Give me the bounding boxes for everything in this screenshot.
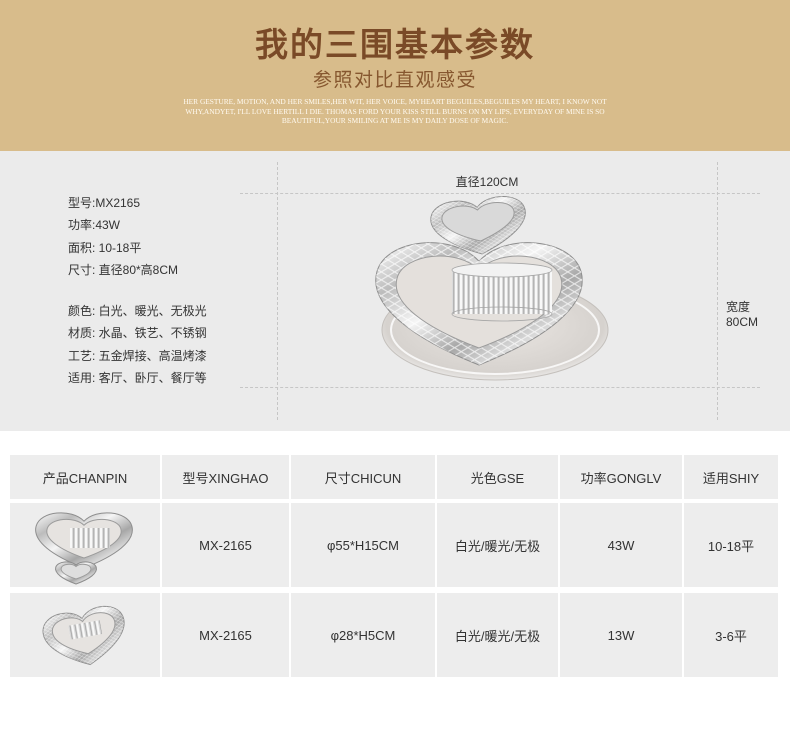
width-label: 宽度 80CM bbox=[726, 300, 758, 330]
diameter-label: 直径120CM bbox=[455, 175, 519, 189]
row-power: 13W bbox=[560, 593, 682, 677]
table-header-model: 型号XINGHAO bbox=[162, 455, 289, 499]
row-light-color: 白光/暖光/无极 bbox=[437, 503, 558, 587]
spec-area: 面积: 10-18平 bbox=[68, 240, 142, 255]
spec-list-basic: 型号:MX2165 功率:43W 面积: 10-18平 尺寸: 直径80*高8C… bbox=[68, 192, 178, 282]
width-label-value: 80CM bbox=[726, 315, 759, 329]
table-header-row: 产品CHANPIN 型号XINGHAO 尺寸CHICUN 光色GSE 功率GON… bbox=[10, 455, 778, 499]
row-power: 43W bbox=[560, 503, 682, 587]
spec-craft: 工艺: 五金焊接、高温烤漆 bbox=[68, 348, 207, 363]
table-header-power: 功率GONGLV bbox=[560, 455, 682, 499]
row-size: φ55*H15CM bbox=[291, 503, 435, 587]
spec-size: 尺寸: 直径80*高8CM bbox=[68, 263, 179, 278]
english-line: HER GESTURE, MOTION, AND HER SMILES,HER … bbox=[183, 97, 607, 106]
dimension-line-top bbox=[240, 193, 760, 194]
page-title: 我的三围基本参数 bbox=[255, 25, 535, 64]
chandelier-image bbox=[360, 190, 609, 381]
header-banner: 我的三围基本参数 参照对比直观感受 HER GESTURE, MOTION, A… bbox=[0, 0, 790, 151]
spec-power: 功率:43W bbox=[68, 218, 121, 233]
spec-list-details: 颜色: 白光、暖光、无极光 材质: 水晶、铁艺、不锈钢 工艺: 五金焊接、高温烤… bbox=[68, 300, 207, 390]
spec-section: 型号:MX2165 功率:43W 面积: 10-18平 尺寸: 直径80*高8C… bbox=[0, 151, 790, 431]
row-model: MX-2165 bbox=[162, 593, 289, 677]
spec-usage: 适用: 客厅、卧厅、餐厅等 bbox=[68, 371, 207, 386]
dimension-line-right bbox=[717, 162, 718, 420]
table-row: MX-2165 φ28*H5CM 白光/暖光/无极 13W 3-6平 bbox=[10, 593, 778, 677]
table-header-size: 尺寸CHICUN bbox=[291, 455, 435, 499]
table-header-product: 产品CHANPIN bbox=[10, 455, 160, 499]
spec-color: 颜色: 白光、暖光、无极光 bbox=[68, 304, 207, 318]
width-label-text: 宽度 bbox=[726, 300, 751, 314]
spec-material: 材质: 水晶、铁艺、不锈钢 bbox=[68, 326, 207, 341]
row-model: MX-2165 bbox=[162, 503, 289, 587]
dimension-line-bottom bbox=[240, 387, 760, 388]
product-thumbnail bbox=[30, 504, 140, 586]
table-header-light-color: 光色GSE bbox=[437, 455, 558, 499]
product-thumbnail-cell bbox=[10, 503, 160, 587]
english-line: BEAUTIFUL,YOUR SMILING AT ME IS MY DAILY… bbox=[281, 116, 509, 126]
row-light-color: 白光/暖光/无极 bbox=[437, 593, 558, 677]
page-subtitle: 参照对比直观感受 bbox=[312, 69, 477, 91]
product-thumbnail bbox=[38, 601, 133, 669]
row-usage: 10-18平 bbox=[684, 503, 778, 587]
decorative-english-text: HER GESTURE, MOTION, AND HER SMILES,HER … bbox=[0, 97, 790, 126]
product-thumbnail-cell bbox=[10, 593, 160, 677]
row-size: φ28*H5CM bbox=[291, 593, 435, 677]
table-row: MX-2165 φ55*H15CM 白光/暖光/无极 43W 10-18平 bbox=[10, 503, 778, 587]
table-header-usage: 适用SHIY bbox=[684, 455, 778, 499]
spec-model: 型号:MX2165 bbox=[68, 196, 141, 210]
row-usage: 3-6平 bbox=[684, 593, 778, 677]
english-line: WHY,ANDYET, I'LL LOVE HERTILL I DIE. THO… bbox=[185, 106, 605, 116]
dimension-line-left bbox=[277, 162, 278, 420]
